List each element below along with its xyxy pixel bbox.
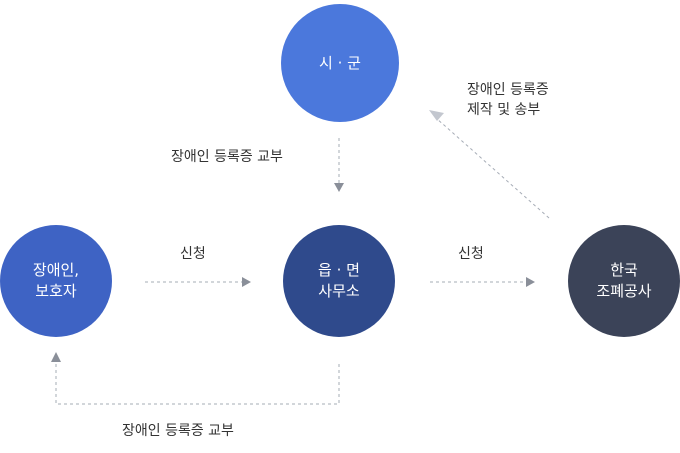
node-office: 읍 · 면 사무소 [283, 225, 395, 337]
node-applicant-line-2: 보호자 [35, 282, 77, 300]
arrowhead-office-to-applicant [51, 352, 61, 362]
arrowhead-sigun-to-office [334, 183, 344, 192]
arrowhead-applicant-to-office [242, 277, 251, 287]
arrowhead-komsco-to-sigun [429, 110, 444, 121]
node-komsco-line-2: 조폐공사 [596, 282, 652, 300]
label-produce-line-1: 장애인 등록증 [467, 82, 549, 98]
node-sigun-line-1: 시 · 군 [319, 53, 361, 72]
node-office-line-1: 읍 · 면 [318, 261, 360, 279]
node-applicant-line-1: 장애인, [32, 261, 80, 279]
label-produce: 장애인 등록증 제작 및 송부 [467, 80, 549, 120]
node-komsco: 한국 조폐공사 [568, 225, 680, 337]
edge-office-to-applicant [55, 362, 340, 405]
arrowhead-office-to-komsco [526, 277, 535, 287]
edge-komsco-to-sigun [435, 117, 550, 219]
node-office-line-2: 사무소 [318, 282, 360, 300]
label-issue-bottom: 장애인 등록증 교부 [122, 423, 234, 439]
label-produce-line-2: 제작 및 송부 [467, 102, 541, 118]
node-applicant: 장애인, 보호자 [0, 225, 112, 337]
label-issue-top: 장애인 등록증 교부 [171, 149, 283, 165]
node-komsco-line-1: 한국 [610, 261, 638, 279]
label-apply-right: 신청 [458, 246, 484, 262]
label-apply-left: 신청 [180, 246, 206, 262]
node-sigun: 시 · 군 [281, 4, 399, 122]
